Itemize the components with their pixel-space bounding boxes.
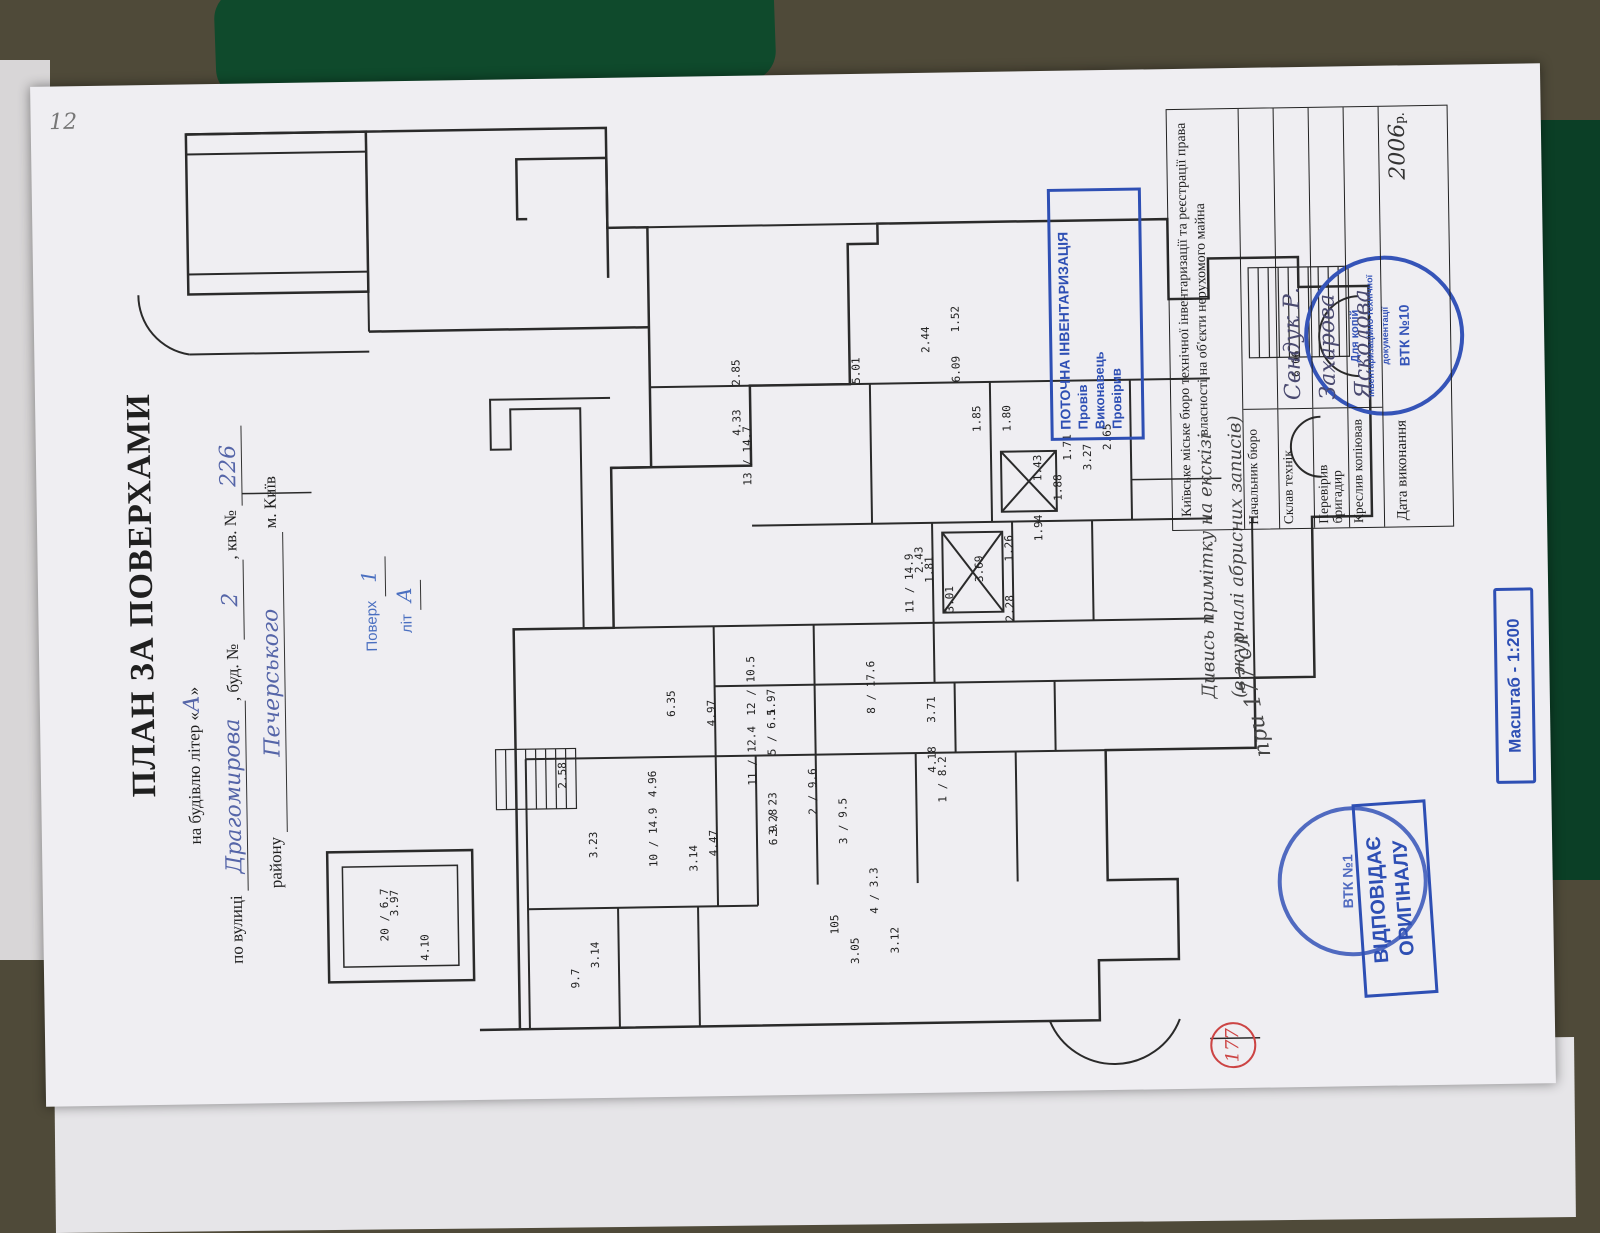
room-label: 3 / 9.5: [836, 798, 850, 845]
scale-stamp-text: Масштаб - 1:200: [1503, 618, 1525, 753]
room-label: 3.01: [943, 586, 956, 613]
room-label: 2.58: [556, 762, 569, 789]
room-label: 1.88: [1051, 474, 1064, 501]
table-name: Сендук Р.: [1279, 286, 1307, 401]
rotated-content: 12 ПЛАН ЗА ПОВЕРХАМИ на будівлю літер «А…: [45, 73, 1541, 1096]
room-label: 2 / 9.6: [806, 768, 820, 815]
room-label: 1.81: [923, 556, 936, 583]
room-label: 1.80: [1000, 405, 1013, 432]
room-label: 5 / 6.5: [765, 709, 779, 756]
inventory-stamp: ПОТОЧНА ІНВЕНТАРИЗАЦІЯ Провів Виконавець…: [1046, 187, 1145, 441]
room-label: 4.47: [707, 830, 720, 857]
table-name: Захарова: [1314, 293, 1342, 400]
room-label: 6.06: [1289, 350, 1302, 377]
table-name: [1239, 108, 1278, 408]
room-label: 6.09: [949, 356, 962, 383]
room-label: 3.28: [767, 809, 780, 836]
room-label: 2.44: [919, 326, 932, 353]
room-label: 3.14: [687, 845, 700, 872]
room-label: 4.33: [730, 409, 743, 436]
room-label: 1.43: [1031, 455, 1044, 482]
room-label: 3.71: [925, 696, 938, 723]
room-label: 11 / 12.4: [745, 726, 759, 786]
table-role: Начальник бюро: [1243, 408, 1280, 529]
room-label: 3.14: [589, 941, 602, 968]
room-label: 1.52: [949, 306, 962, 333]
room-label: 13 / 14.7: [740, 426, 754, 486]
table-name: Ясколова: [1349, 289, 1377, 400]
room-label: 3.23: [587, 832, 600, 859]
date-value-wrap: 2006р.: [1384, 112, 1410, 180]
room-label: 10 / 14.9: [646, 808, 660, 868]
table-footer: Дата виконання 2006р.: [1379, 106, 1422, 527]
original-stamp: ВІДПОВІДАЄ ОРИГІНАЛУ: [1351, 799, 1439, 998]
room-label: 1.26: [1002, 535, 1015, 562]
room-label: 4.10: [418, 934, 431, 961]
room-label: 4.18: [926, 746, 939, 773]
room-label: 5.01: [849, 357, 862, 384]
circled-number-text: 177: [1222, 1027, 1244, 1063]
inventory-stamp-title: ПОТОЧНА ІНВЕНТАРИЗАЦІЯ: [1054, 231, 1074, 430]
room-label: 1.94: [1032, 514, 1045, 541]
room-label: 2.85: [729, 359, 742, 386]
room-label: 1.97: [765, 689, 778, 716]
room-label: 6.35: [665, 690, 678, 717]
table-role: Перевірив бригадир: [1313, 407, 1350, 528]
room-label: 2.43: [912, 546, 925, 573]
room-label: 3.05: [849, 937, 862, 964]
room-label: 9.7: [569, 968, 582, 988]
room-label: 6.9 / 23: [766, 792, 780, 845]
room-label: 2.65: [1101, 423, 1114, 450]
table-role: Креслив копіював: [1348, 406, 1385, 528]
table-header: Київське міське бюро технічної інвентари…: [1166, 108, 1246, 531]
room-label: 12 / 10.5: [744, 656, 758, 716]
room-label: 20 / 6.7: [378, 888, 392, 941]
inventory-stamp-line3: Провірив: [1108, 368, 1125, 430]
date-suffix: р.: [1391, 112, 1408, 124]
scale-stamp: Масштаб - 1:200: [1493, 587, 1537, 784]
room-label: 3.97: [388, 890, 401, 917]
room-label: 1.85: [970, 405, 983, 432]
room-label: 3.27: [1081, 444, 1094, 471]
date-label: Дата виконання: [1392, 419, 1411, 521]
room-label: 8 / 17.6: [864, 661, 878, 714]
title-block-table: Київське міське бюро технічної інвентари…: [1165, 104, 1455, 532]
floor-plan: 20 / 6.7 3.97 4.10 10 / 14.9 4.96 3.23 2…: [137, 126, 1374, 1066]
room-label: 3.69: [973, 555, 986, 582]
room-label: 3.12: [888, 927, 901, 954]
room-label: 4.96: [646, 771, 659, 798]
room-label: 4.97: [705, 700, 718, 727]
room-label: 1 / 8.2: [936, 756, 950, 803]
room-label: 2.28: [1003, 595, 1016, 622]
room-label: 4 / 3.3: [867, 867, 881, 914]
table-role: Склав технік: [1278, 407, 1315, 529]
room-label: 105: [828, 914, 841, 934]
document-sheet: 12 ПЛАН ЗА ПОВЕРХАМИ на будівлю літер «А…: [30, 63, 1556, 1107]
room-label: 11 / 14.9: [903, 553, 917, 613]
date-value: 2006: [1384, 123, 1411, 180]
room-label: 1.71: [1061, 434, 1074, 461]
